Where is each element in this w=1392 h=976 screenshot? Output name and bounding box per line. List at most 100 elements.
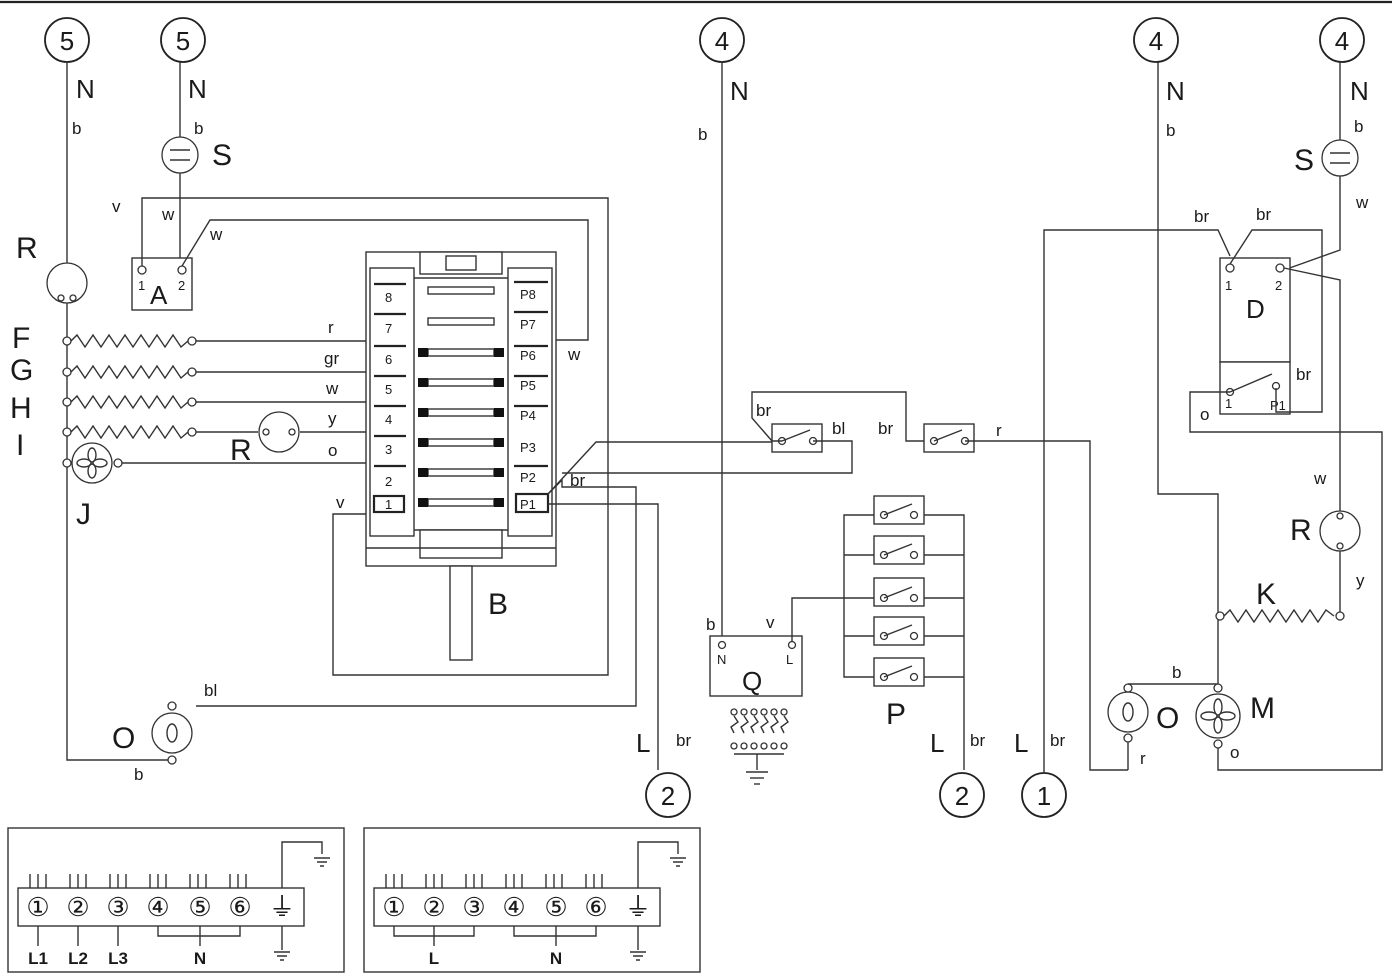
svg-text:4: 4 <box>715 26 729 56</box>
wire-bl <box>196 478 637 707</box>
thermostat-r-icon <box>258 411 300 453</box>
terminal-2-left: 2 <box>645 772 691 818</box>
wire-w <box>1283 267 1341 512</box>
svg-text:v: v <box>336 493 345 512</box>
wire-br-live <box>1043 229 1231 773</box>
component-label-r: R <box>16 232 38 265</box>
svg-text:P1: P1 <box>1270 398 1286 413</box>
svg-text:4: 4 <box>1335 26 1349 56</box>
svg-text:b: b <box>1172 663 1181 682</box>
heating-element-k <box>1215 608 1345 624</box>
svg-text:L: L <box>1014 728 1028 758</box>
svg-text:1: 1 <box>1225 278 1232 293</box>
component-label-p: P <box>886 698 906 731</box>
fan-motor-icon <box>1195 683 1241 749</box>
svg-text:③: ③ <box>462 892 485 922</box>
svg-text:②: ② <box>422 892 445 922</box>
svg-text:w: w <box>567 345 581 364</box>
svg-text:br: br <box>1256 205 1271 224</box>
svg-text:w: w <box>209 225 223 244</box>
wire-br <box>1229 229 1323 413</box>
svg-text:P6: P6 <box>520 348 536 363</box>
svg-text:b: b <box>1354 117 1363 136</box>
svg-text:w: w <box>325 379 339 398</box>
svg-text:2: 2 <box>955 781 969 811</box>
component-label-g: G <box>10 354 33 387</box>
svg-text:Q: Q <box>742 666 762 696</box>
thermostat-module-d: 1 2 D 1 P1 <box>1219 257 1291 415</box>
svg-text:L: L <box>930 728 944 758</box>
oven-lamp-icon <box>1107 683 1149 743</box>
neutral-label: N <box>76 74 95 104</box>
svg-text:L2: L2 <box>68 949 88 968</box>
svg-text:P3: P3 <box>520 440 536 455</box>
svg-text:⑥: ⑥ <box>584 892 607 922</box>
wire-color-label: b <box>194 119 203 138</box>
component-label-o: O <box>112 722 135 755</box>
svg-text:1: 1 <box>385 497 392 512</box>
svg-text:r: r <box>1140 749 1146 768</box>
terminal-2-mid: 2 <box>939 772 985 818</box>
wire-br-to-2 <box>548 503 659 770</box>
svg-text:w: w <box>161 205 175 224</box>
svg-text:N: N <box>1350 76 1369 106</box>
wire-color-label: b <box>72 119 81 138</box>
svg-text:br: br <box>970 731 985 750</box>
svg-text:D: D <box>1246 294 1265 324</box>
wire-w <box>1283 176 1341 271</box>
svg-text:o: o <box>1230 743 1239 762</box>
svg-text:gr: gr <box>324 349 339 368</box>
svg-text:①: ① <box>26 892 49 922</box>
svg-text:4: 4 <box>1149 26 1163 56</box>
svg-text:bl: bl <box>204 681 217 700</box>
fan-motor-icon <box>62 442 370 484</box>
heating-element-f <box>62 333 370 349</box>
svg-text:br: br <box>570 471 585 490</box>
wire <box>562 440 853 474</box>
svg-text:1: 1 <box>138 278 145 293</box>
component-label-s: S <box>1294 144 1314 177</box>
wire-v <box>791 597 876 641</box>
wire-br <box>547 441 772 495</box>
svg-text:N: N <box>730 76 749 106</box>
svg-text:N: N <box>550 949 562 968</box>
svg-text:3: 3 <box>385 442 392 457</box>
ignition-switch-bank-p <box>843 495 965 770</box>
svg-text:L3: L3 <box>108 949 128 968</box>
svg-text:2: 2 <box>178 278 185 293</box>
svg-text:b: b <box>134 765 143 784</box>
svg-text:L: L <box>636 728 650 758</box>
ignition-module-q: N L Q <box>709 635 803 785</box>
svg-text:br: br <box>676 731 691 750</box>
svg-text:2: 2 <box>1275 278 1282 293</box>
svg-text:P1: P1 <box>520 497 536 512</box>
svg-text:br: br <box>1194 207 1209 226</box>
svg-text:5: 5 <box>385 382 392 397</box>
svg-text:r: r <box>328 318 334 337</box>
terminal-4-right-b: 4 <box>1319 17 1365 63</box>
svg-text:N: N <box>717 652 726 667</box>
svg-text:y: y <box>1356 571 1365 590</box>
svg-text:o: o <box>328 441 337 460</box>
svg-text:④: ④ <box>502 892 525 922</box>
svg-text:L: L <box>786 652 793 667</box>
svg-text:L: L <box>429 949 439 968</box>
neutral-label: N <box>188 74 207 104</box>
oven-lamp-icon <box>151 701 193 765</box>
svg-text:③: ③ <box>106 892 129 922</box>
terminal-5-left: 5 <box>44 17 90 63</box>
component-label-h: H <box>10 392 32 425</box>
component-label-o: O <box>1156 702 1179 735</box>
svg-text:br: br <box>1296 365 1311 384</box>
signal-lamp-icon <box>161 136 199 174</box>
svg-text:br: br <box>756 401 771 420</box>
svg-text:⏚: ⏚ <box>625 892 651 922</box>
svg-text:o: o <box>1200 405 1209 424</box>
component-label-r: R <box>1290 514 1312 547</box>
terminal-4-right-a: 4 <box>1133 17 1179 63</box>
heating-element-i <box>62 424 370 440</box>
svg-text:L1: L1 <box>28 949 48 968</box>
svg-text:P5: P5 <box>520 378 536 393</box>
thermostat-r-icon <box>46 262 88 304</box>
